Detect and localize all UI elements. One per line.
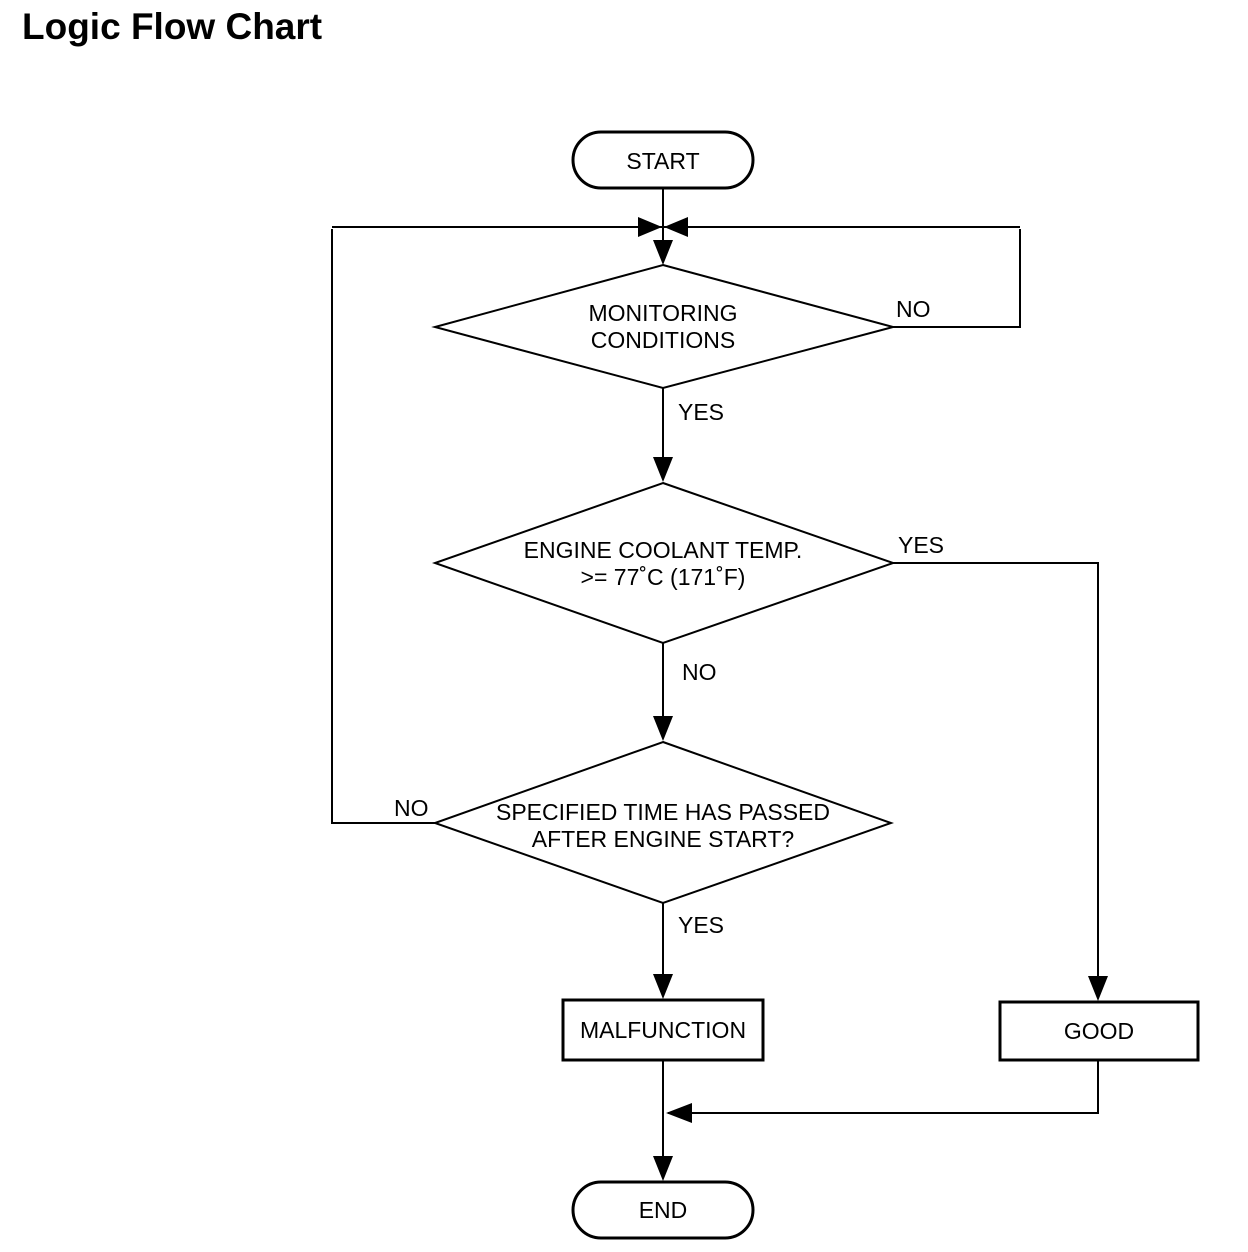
node-labels: START MONITORING CONDITIONS ENGINE COOLA…	[496, 148, 1134, 1223]
edge-monitoring-no	[893, 229, 1021, 328]
edge-labels: NO YES YES NO NO YES	[394, 296, 944, 938]
time-label-line1: SPECIFIED TIME HAS PASSED	[496, 799, 830, 825]
edge-coolant-yes	[893, 562, 1099, 996]
monitoring-yes-label: YES	[678, 399, 724, 425]
arrowhead-merge-from-right	[664, 217, 688, 237]
arrowhead-into-time	[653, 716, 673, 741]
coolant-no-label: NO	[682, 659, 717, 685]
good-label: GOOD	[1064, 1018, 1134, 1044]
coolant-yes-label: YES	[898, 532, 944, 558]
page-title: Logic Flow Chart	[22, 6, 323, 47]
time-label-line2: AFTER ENGINE START?	[532, 826, 794, 852]
monitoring-no-label: NO	[896, 296, 931, 322]
start-node	[571, 130, 755, 190]
end-label: END	[639, 1197, 688, 1223]
monitoring-decision	[431, 263, 897, 390]
malfunction-label: MALFUNCTION	[580, 1017, 746, 1043]
monitoring-label-line2: CONDITIONS	[591, 327, 735, 353]
arrowhead-merge-from-left	[638, 217, 662, 237]
arrowhead-into-coolant	[653, 457, 673, 482]
arrowhead-into-malfunction	[653, 974, 673, 999]
good-node	[998, 1000, 1200, 1062]
arrowhead-into-good	[1088, 976, 1108, 1001]
coolant-decision	[431, 481, 897, 645]
time-no-label: NO	[394, 795, 429, 821]
arrowhead-into-monitoring	[653, 240, 673, 265]
monitoring-label-line1: MONITORING	[588, 300, 737, 326]
edge-good-to-merge	[668, 1060, 1099, 1114]
end-node	[571, 1180, 755, 1240]
start-label: START	[626, 148, 699, 174]
flowchart-nodes	[431, 130, 1200, 1240]
time-decision	[431, 740, 895, 905]
malfunction-node	[561, 998, 765, 1062]
arrowhead-bottom-merge	[666, 1103, 692, 1123]
coolant-label-line1: ENGINE COOLANT TEMP.	[524, 537, 803, 563]
time-yes-label: YES	[678, 912, 724, 938]
flowchart-arrowheads	[638, 217, 1108, 1181]
arrowhead-into-end	[653, 1156, 673, 1181]
edge-time-no	[331, 229, 435, 824]
coolant-label-line2: >= 77˚C (171˚F)	[581, 564, 746, 590]
